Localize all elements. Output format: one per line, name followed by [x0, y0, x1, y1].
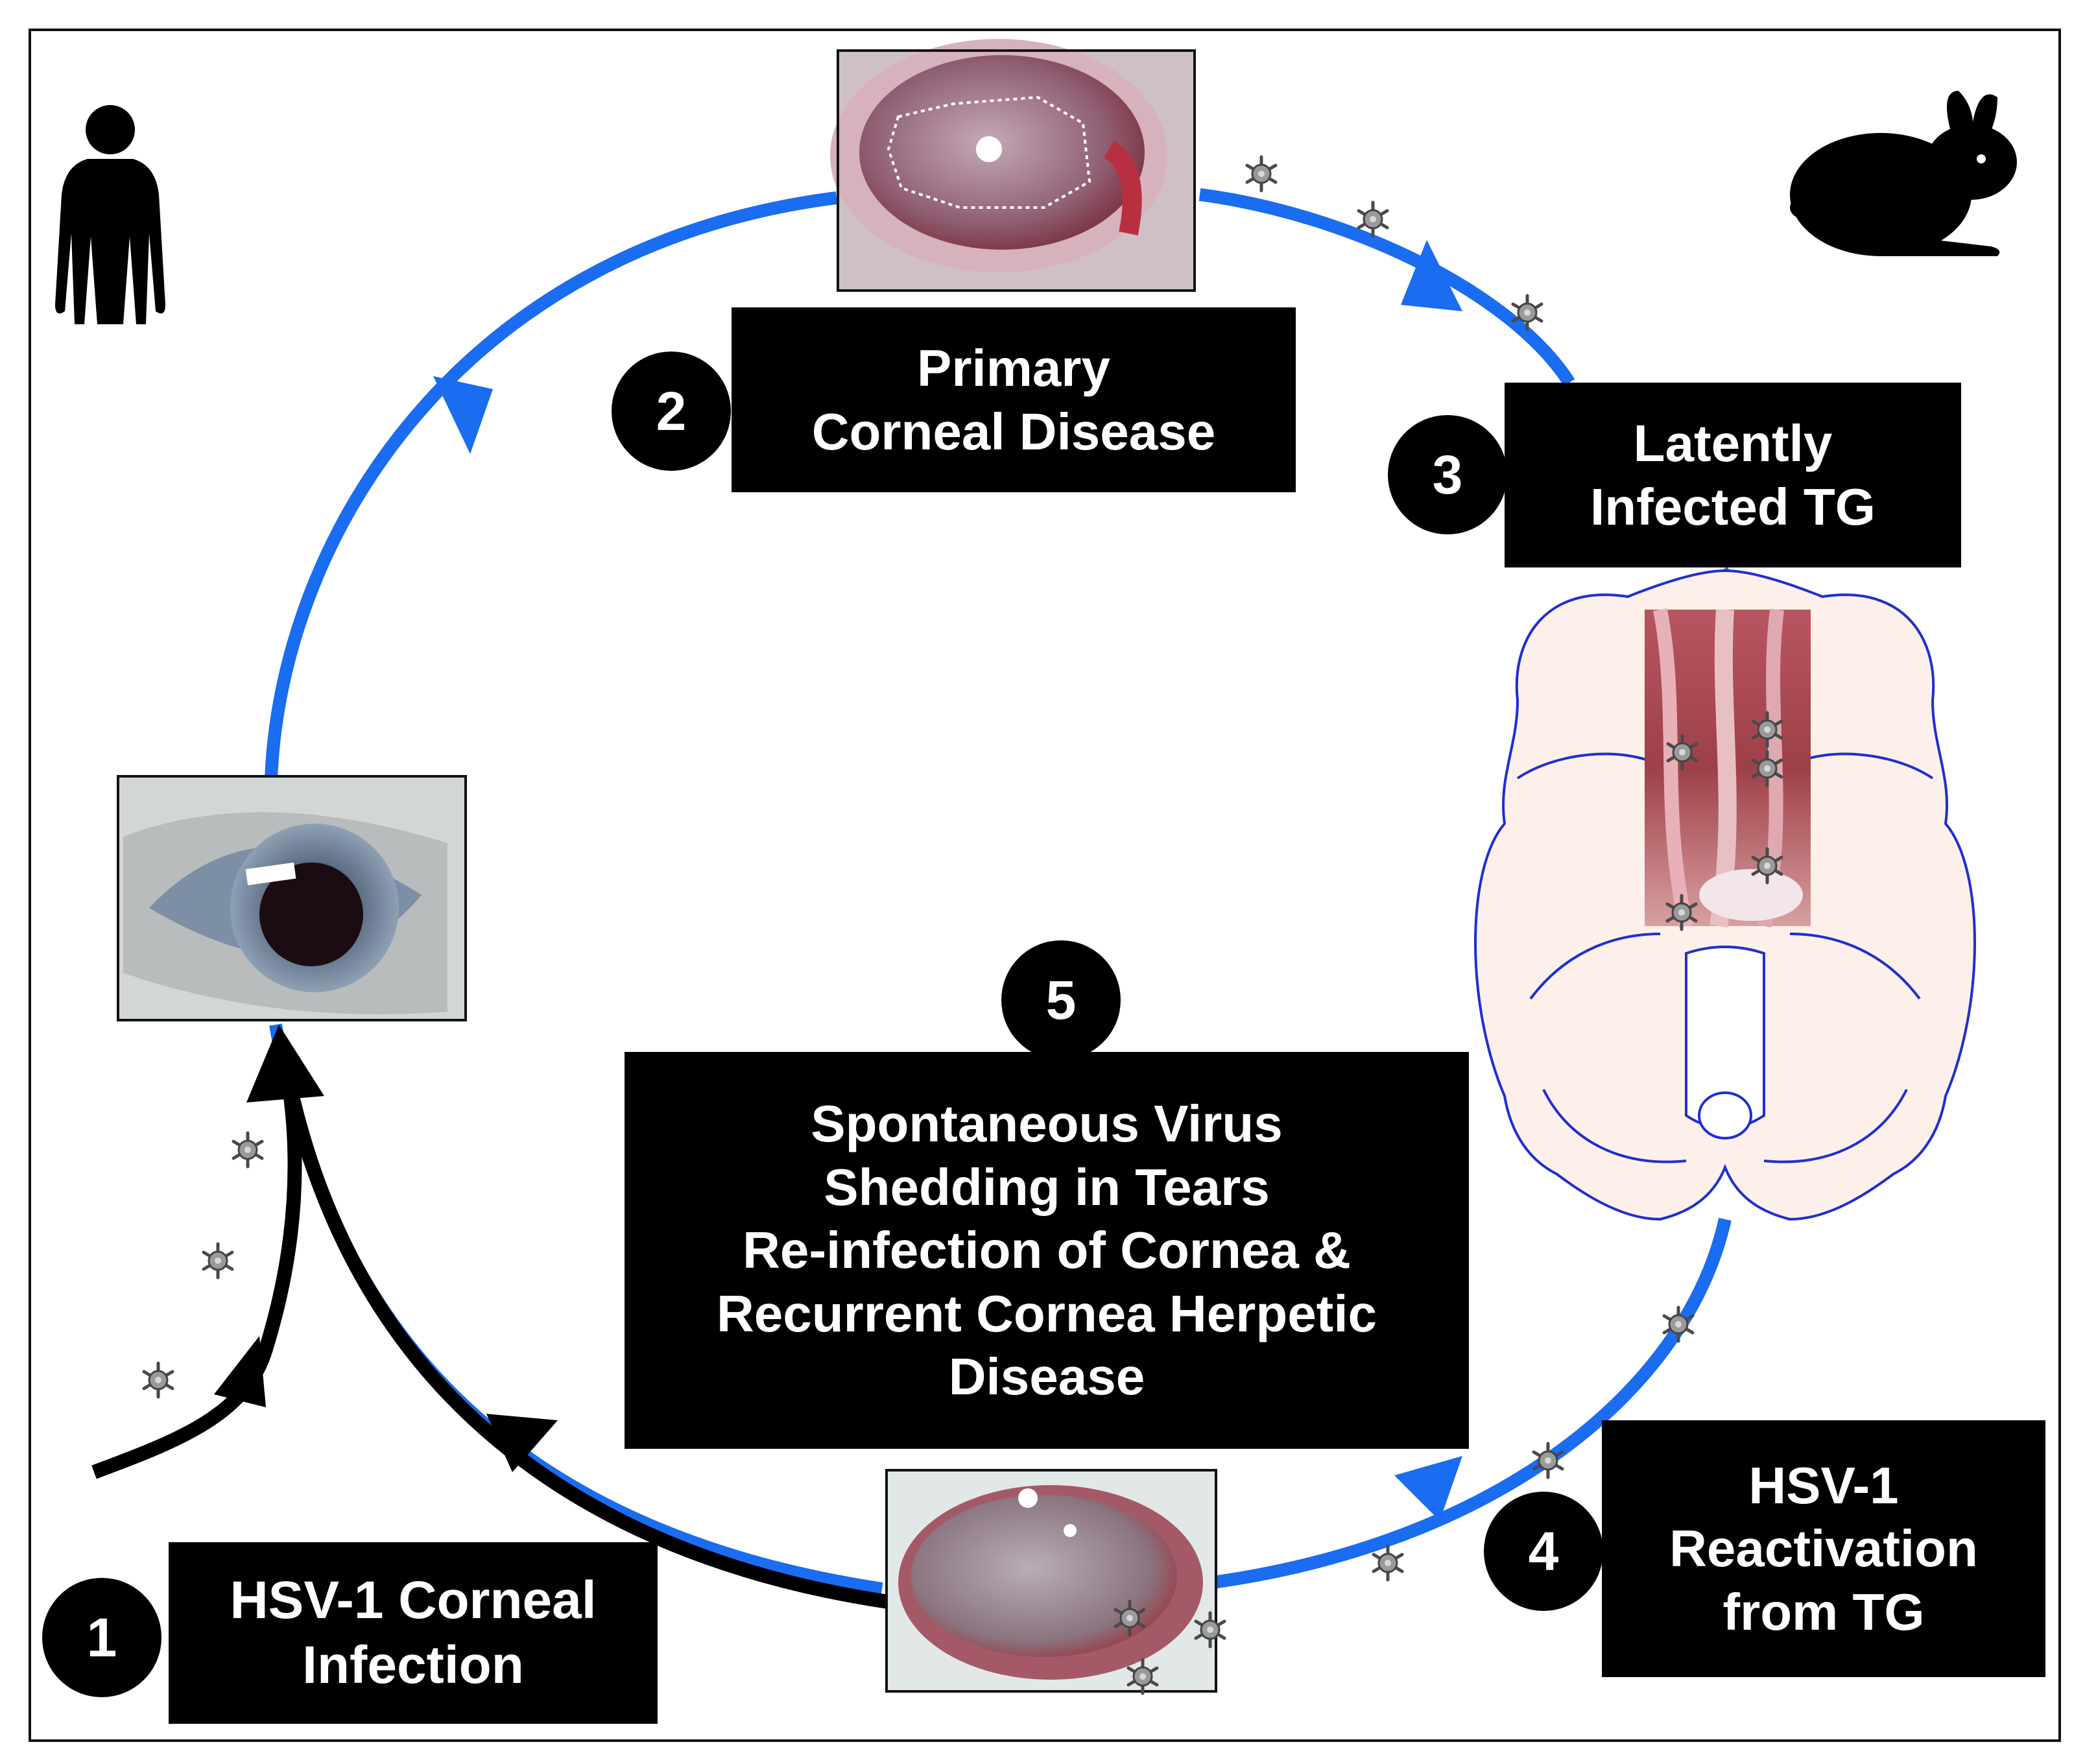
step-5-line-1: Spontaneous Virus: [811, 1095, 1283, 1153]
recurrent-disease-eye-photo: [885, 1469, 1217, 1693]
infection-path: [91, 1062, 302, 1479]
step-3-number: 3: [1388, 415, 1507, 534]
step-5-line-5: Disease: [948, 1348, 1145, 1406]
step-5-number: 5: [1001, 940, 1121, 1060]
step-2-label: Primary Corneal Disease: [732, 307, 1296, 492]
step-5-line-4: Recurrent Cornea Herpetic: [716, 1284, 1377, 1342]
rabbit-silhouette-icon: [1790, 91, 2017, 256]
step-5-line-2: Shedding in Tears: [824, 1158, 1270, 1216]
step-2-line-2: Corneal Disease: [811, 402, 1216, 460]
cycle-arc-bottom-right: [1211, 1217, 1732, 1589]
step-4-line-2: Reactivation: [1669, 1520, 1978, 1578]
rabbit-eye: [1977, 154, 1986, 163]
infection-arrowhead-mid: [214, 1336, 266, 1407]
step-4-label: HSV-1 Reactivation from TG: [1602, 1420, 2045, 1677]
step-4-line-1: HSV-1: [1748, 1456, 1899, 1514]
step-2-number: 2: [612, 352, 731, 471]
step-4-number: 4: [1484, 1492, 1603, 1611]
reinfection-arrowhead: [486, 1414, 558, 1472]
trigeminal-ganglia-photo: [1645, 608, 1811, 928]
step-2-line-1: Primary: [917, 339, 1110, 397]
outer-frame: [29, 29, 2061, 1742]
step-1-label: HSV-1 Corneal Infection: [169, 1542, 658, 1724]
primary-corneal-disease-photo: [830, 39, 1196, 292]
step-5-line-3: Re-infection of Cornea &: [743, 1221, 1351, 1280]
cycle-arrowhead-bottom-right: [1394, 1456, 1462, 1521]
cycle-arrowhead-top-right: [1401, 240, 1462, 311]
step-4-line-3: from TG: [1722, 1582, 1925, 1641]
step-3-label: Latently Infected TG: [1505, 383, 1961, 567]
step-1-line-2: Infection: [302, 1636, 524, 1695]
step-3-line-2: Infected TG: [1590, 477, 1876, 536]
healthy-eye-photo: [117, 775, 467, 1021]
step-1-line-1: HSV-1 Corneal: [230, 1570, 597, 1630]
reinfection-path: [278, 1062, 890, 1609]
cycle-arrowhead-top-left: [433, 376, 493, 454]
infection-arrowhead-top: [246, 1025, 324, 1102]
human-silhouette-icon: [55, 105, 165, 324]
cycle-arc-left: [265, 191, 838, 781]
step-3-line-1: Latently: [1633, 414, 1833, 472]
step-1-number: 1: [42, 1578, 161, 1697]
step-5-label: Spontaneous Virus Shedding in Tears Re-i…: [625, 1052, 1469, 1449]
